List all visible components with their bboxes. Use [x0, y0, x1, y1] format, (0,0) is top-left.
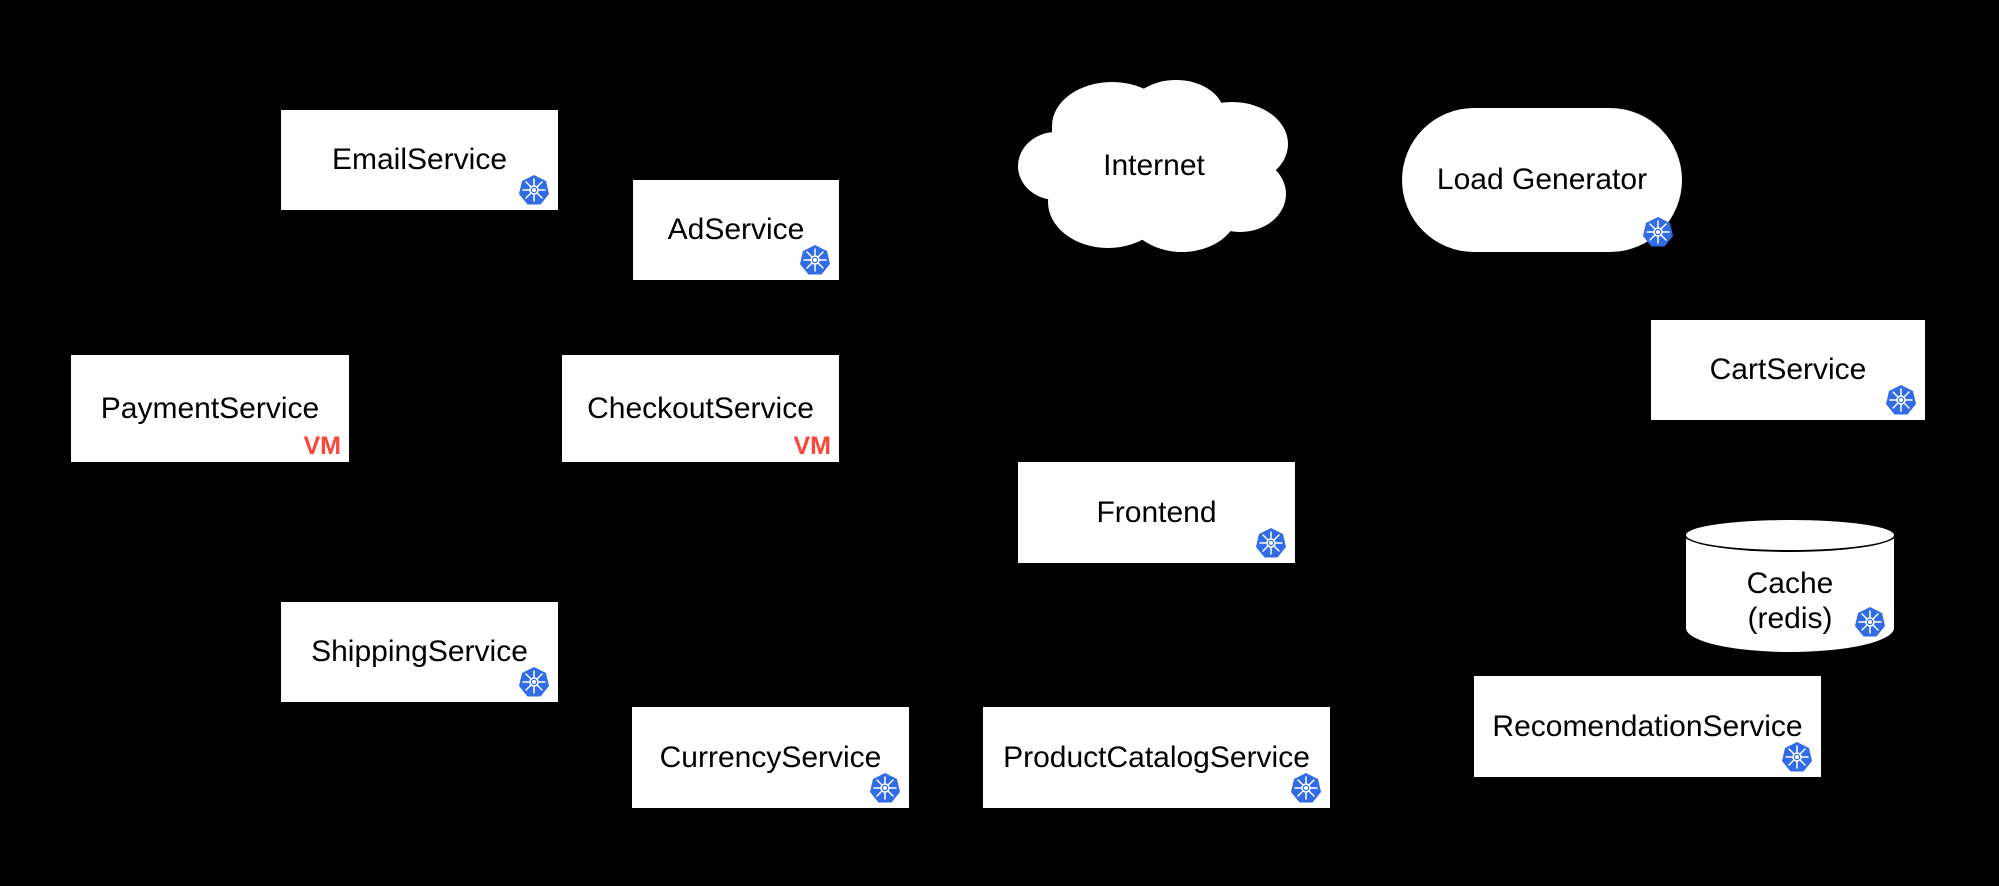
node-label: PaymentService	[100, 391, 320, 425]
node-label: Load Generator	[1436, 163, 1648, 197]
node-label: RecomendationService	[1492, 709, 1803, 743]
node-label: Internet	[1103, 149, 1205, 182]
node-frontend[interactable]: Frontend	[1018, 462, 1295, 563]
node-product-catalog-service[interactable]: ProductCatalogService	[983, 707, 1330, 808]
kubernetes-icon	[1781, 741, 1813, 773]
node-cart-service[interactable]: CartService	[1651, 320, 1925, 420]
node-label: Cache (redis)	[1746, 566, 1834, 635]
node-label: CurrencyService	[659, 740, 882, 774]
node-label: AdService	[667, 213, 805, 247]
kubernetes-icon	[518, 174, 550, 206]
node-label: EmailService	[331, 143, 508, 177]
kubernetes-icon	[869, 772, 901, 804]
node-label: CartService	[1709, 353, 1867, 387]
kubernetes-icon	[1290, 772, 1322, 804]
cloud-shape-icon	[1018, 80, 1288, 252]
node-recomendation-service[interactable]: RecomendationService	[1474, 676, 1821, 777]
node-label: ShippingService	[311, 635, 528, 669]
kubernetes-icon	[1642, 216, 1674, 248]
vm-badge: VM	[303, 431, 342, 460]
node-label: Frontend	[1096, 495, 1217, 529]
node-label: ProductCatalogService	[1003, 740, 1310, 774]
node-cache-redis[interactable]: Cache (redis)	[1684, 518, 1896, 654]
node-currency-service[interactable]: CurrencyService	[632, 707, 909, 808]
kubernetes-icon	[1885, 384, 1917, 416]
kubernetes-icon	[1255, 527, 1287, 559]
cylinder-top-ellipse	[1684, 518, 1896, 552]
kubernetes-icon	[799, 244, 831, 276]
node-load-generator[interactable]: Load Generator	[1402, 108, 1682, 252]
node-internet-cloud[interactable]: Internet	[1016, 78, 1292, 254]
node-label: CheckoutService	[587, 391, 814, 425]
node-ad-service[interactable]: AdService	[633, 180, 839, 280]
node-email-service[interactable]: EmailService	[281, 110, 558, 210]
vm-badge: VM	[793, 431, 832, 460]
node-shipping-service[interactable]: ShippingService	[281, 602, 558, 702]
kubernetes-icon	[518, 666, 550, 698]
node-payment-service[interactable]: PaymentService VM	[71, 355, 349, 462]
node-checkout-service[interactable]: CheckoutService VM	[562, 355, 839, 462]
